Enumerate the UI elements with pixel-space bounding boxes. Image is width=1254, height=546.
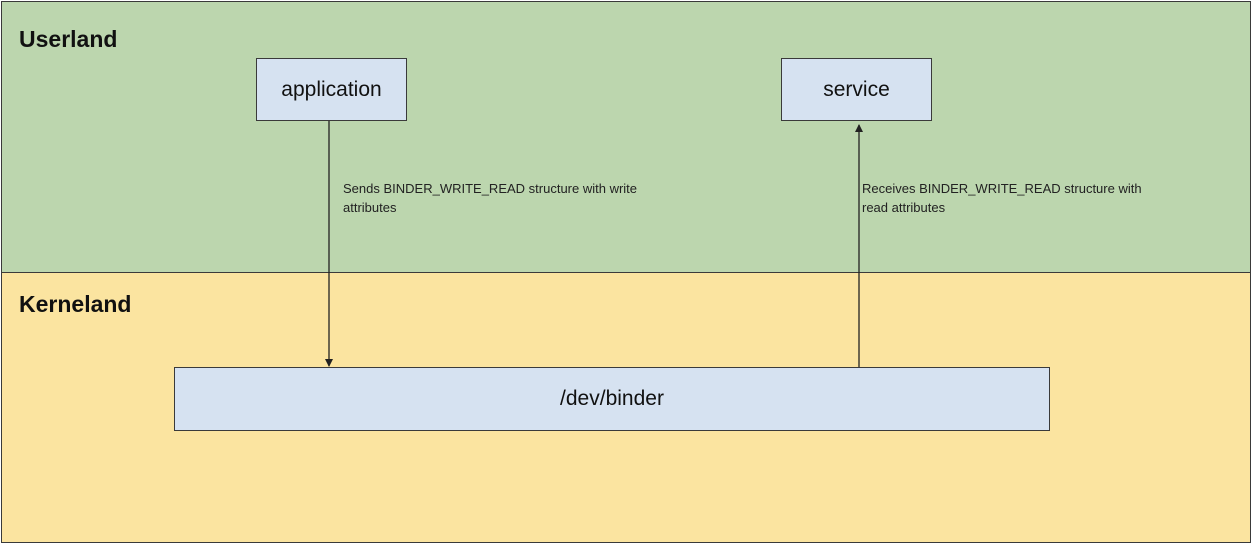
write-label-line1: Sends BINDER_WRITE_READ structure with w… [343, 181, 638, 196]
dev-binder-node[interactable]: /dev/binder [174, 367, 1050, 431]
service-label: service [823, 77, 890, 101]
write-arrow-label: Sends BINDER_WRITE_READ structure with w… [343, 179, 637, 217]
service-node[interactable]: service [781, 58, 932, 121]
read-label-line2: read attributes [862, 200, 946, 215]
application-node[interactable]: application [256, 58, 407, 121]
dev-binder-label: /dev/binder [560, 387, 664, 410]
userland-label: Userland [19, 26, 118, 52]
kerneland-label: Kerneland [19, 291, 132, 317]
userland-region: Userland [1, 1, 1251, 273]
write-label-line2: attributes [343, 200, 397, 215]
read-arrow-label: Receives BINDER_WRITE_READ structure wit… [862, 179, 1142, 217]
application-label: application [281, 77, 382, 101]
read-label-line1: Receives BINDER_WRITE_READ structure wit… [862, 181, 1142, 196]
